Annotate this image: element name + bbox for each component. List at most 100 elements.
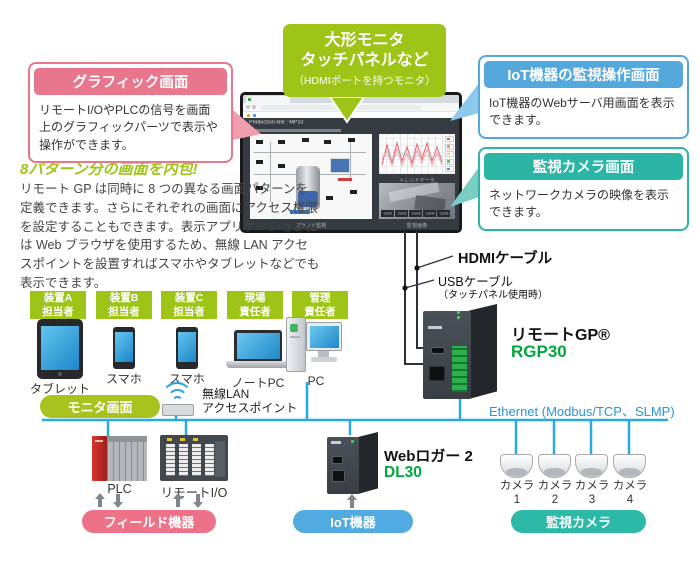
monitor-callout: 大形モニタ タッチパネルなど （HDMIポートを持つモニタ） (283, 24, 446, 97)
remote-gp-device (423, 304, 501, 399)
down-arrow-icon (192, 493, 204, 508)
cam-button: Cam4 (423, 210, 436, 217)
usb-cable-line (404, 231, 424, 365)
up-arrow-icon (94, 493, 106, 508)
callout-body: IoT機器のWebサーバ用画面を表示できます。 (489, 96, 675, 128)
terminal-block-icon (452, 346, 467, 392)
mini-buttons (290, 210, 310, 214)
device-label: ノートPC (231, 376, 285, 390)
led-icon (457, 311, 460, 314)
field-devices-pill: フィールド機器 (82, 510, 216, 533)
scada-dashboard: Production line : MP10 (243, 118, 459, 230)
gateway-model: RGP30 (511, 342, 567, 361)
small-tank-icon (330, 158, 350, 173)
ethernet-label: Ethernet (Modbus/TCP、SLMP) (489, 404, 675, 419)
callout-title: 監視カメラ画面 (484, 153, 683, 180)
desktop-pc-icon (286, 317, 306, 372)
device-label: PC (307, 374, 325, 388)
down-arrow-icon (112, 493, 124, 508)
forward-icon (252, 105, 256, 109)
camera-icon (613, 454, 646, 478)
browser-tab (246, 96, 290, 103)
dashboard-subtitle-greeked (249, 129, 341, 132)
camera-buttons: Cam1 Cam2 Cam3 Cam4 Cam5 (381, 210, 450, 217)
plc-label: PLC (107, 482, 132, 496)
trend-lines (381, 141, 443, 169)
hdmi-cable-label: HDMIケーブル (458, 251, 553, 267)
web-logger-device (327, 432, 379, 494)
device-label: タブレット (29, 382, 90, 396)
role-label: 管理責任者 (292, 291, 348, 319)
trend-chart-panel (379, 134, 455, 174)
up-arrow-icon (346, 494, 358, 509)
wifi-label: 無線LAN (202, 387, 250, 401)
browser-screenshot: Production line : MP10 (243, 95, 459, 230)
browser-toolbar (243, 103, 459, 112)
camera-screen-callout: 監視カメラ画面 ネットワークカメラの映像を表示できます。 (478, 147, 689, 231)
ethernet-port-icon (429, 366, 445, 381)
laptop-base (226, 361, 290, 368)
iot-device-model: DL30 (384, 464, 422, 481)
led-icon (351, 440, 354, 443)
tablet-icon (37, 319, 83, 379)
usb-port-icon (431, 347, 445, 354)
pc-stand (318, 351, 329, 357)
camera-image-panel: Cam1 Cam2 Cam3 Cam4 Cam5 (379, 181, 455, 219)
alarm-text (338, 178, 352, 181)
callout-title: 大形モニタ (324, 32, 405, 49)
favicon-icon (248, 98, 251, 101)
trend-legend (445, 136, 454, 174)
up-arrow-icon (172, 493, 184, 508)
camera-icon (500, 454, 533, 478)
callout-title: タッチパネルなど (300, 52, 429, 69)
iot-device-name: Webロガー 2 (384, 448, 473, 465)
plant-diagram-panel (250, 134, 372, 219)
pc-monitor-icon (306, 322, 342, 351)
wifi-label: アクセスポイント (202, 401, 298, 415)
plc-icon (92, 436, 107, 481)
panel-caption: 監視画像 (406, 223, 428, 229)
callout-subtitle: （HDMIポートを持つモニタ） (293, 75, 436, 87)
plc-rack-icon (107, 436, 147, 481)
callout-title: グラフィック画面 (34, 68, 227, 95)
callout-body: ネットワークカメラの映像を表示できます。 (489, 188, 670, 220)
tank-icon (296, 166, 320, 210)
feature-body: リモート GP は同時に 8 つの異なる画面パターンを定義できます。さらにそれぞ… (20, 182, 320, 290)
remote-io-icon (160, 435, 228, 481)
role-label: 現場責任者 (227, 291, 283, 319)
feature-heading: 8パターン分の画面を内包! (20, 161, 198, 178)
camera-icon (575, 454, 608, 478)
dashboard-title: Production line : MP10 (249, 120, 304, 126)
bookmark-icon (247, 113, 250, 117)
panel-caption: プラント監視 (295, 223, 327, 229)
gateway-name: リモートGP® (511, 327, 610, 344)
camera-icon (538, 454, 571, 478)
led-icon (457, 316, 460, 319)
surveillance-cameras-pill: 監視カメラ (511, 510, 646, 533)
callout-body: リモートI/OやPLCの信号を画面上のグラフィックパーツで表示や操作ができます。 (39, 103, 218, 152)
graphic-screen-callout: グラフィック画面 リモートI/OやPLCの信号を画面上のグラフィックパーツで表示… (28, 62, 233, 164)
callout-title: IoT機器の監視操作画面 (484, 61, 683, 88)
address-bar (261, 104, 421, 110)
cam-button: Cam5 (437, 210, 450, 217)
usb-cable-note: （タッチパネル使用時） (438, 290, 548, 301)
iot-screen-callout: IoT機器の監視操作画面 IoT機器のWebサーバ用画面を表示できます。 (478, 55, 689, 139)
back-icon (246, 105, 250, 109)
usb-cable-label: USBケーブル (438, 275, 513, 289)
device-label: スマホ (106, 372, 142, 386)
panel-caption: トレンドデータ (399, 178, 435, 184)
smartphone-icon (113, 327, 135, 369)
iot-devices-pill: IoT機器 (293, 510, 413, 533)
cam-button: Cam3 (409, 210, 422, 217)
monitor-group-pill: モニタ画面 (40, 395, 160, 418)
access-point-icon (162, 404, 194, 416)
smartphone-icon (176, 327, 198, 369)
cam-button: Cam1 (381, 210, 394, 217)
